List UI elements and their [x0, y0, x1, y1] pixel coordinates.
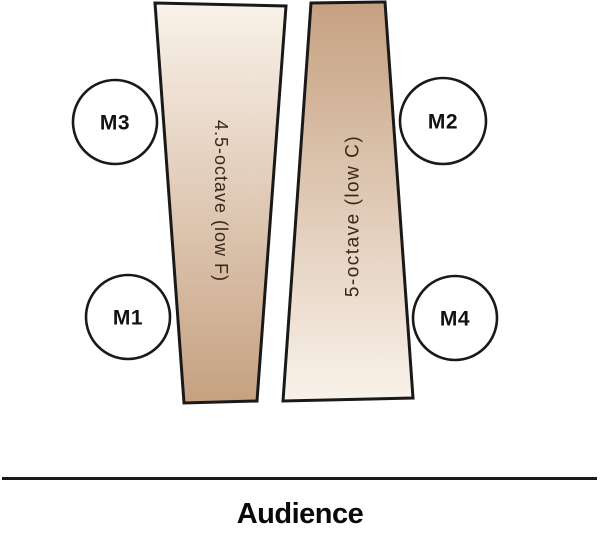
marimba-right-label: 5-octave (low C)	[343, 135, 364, 297]
mic-m4-label: M4	[440, 308, 470, 331]
marimba-right-shape	[281, 0, 415, 403]
mic-m1-label: M1	[113, 307, 143, 330]
mic-m2-label: M2	[428, 111, 458, 134]
mic-m4: M4	[411, 274, 499, 362]
mic-m1: M1	[84, 273, 172, 361]
mic-m2-circle	[398, 76, 488, 166]
mic-m1-circle	[84, 273, 172, 361]
marimba-left-label: 4.5-octave (low F)	[211, 120, 231, 282]
marimba-left: 4.5-octave (low F)	[153, 1, 288, 405]
mic-m3-circle	[71, 78, 159, 166]
marimba-left-shape	[153, 1, 288, 405]
mic-m4-circle	[411, 274, 499, 362]
mic-m3: M3	[71, 78, 159, 166]
audience-label: Audience	[237, 498, 364, 530]
mic-m2: M2	[398, 76, 488, 166]
marimba-right: 5-octave (low C)	[281, 0, 415, 403]
mic-m3-label: M3	[100, 112, 130, 135]
